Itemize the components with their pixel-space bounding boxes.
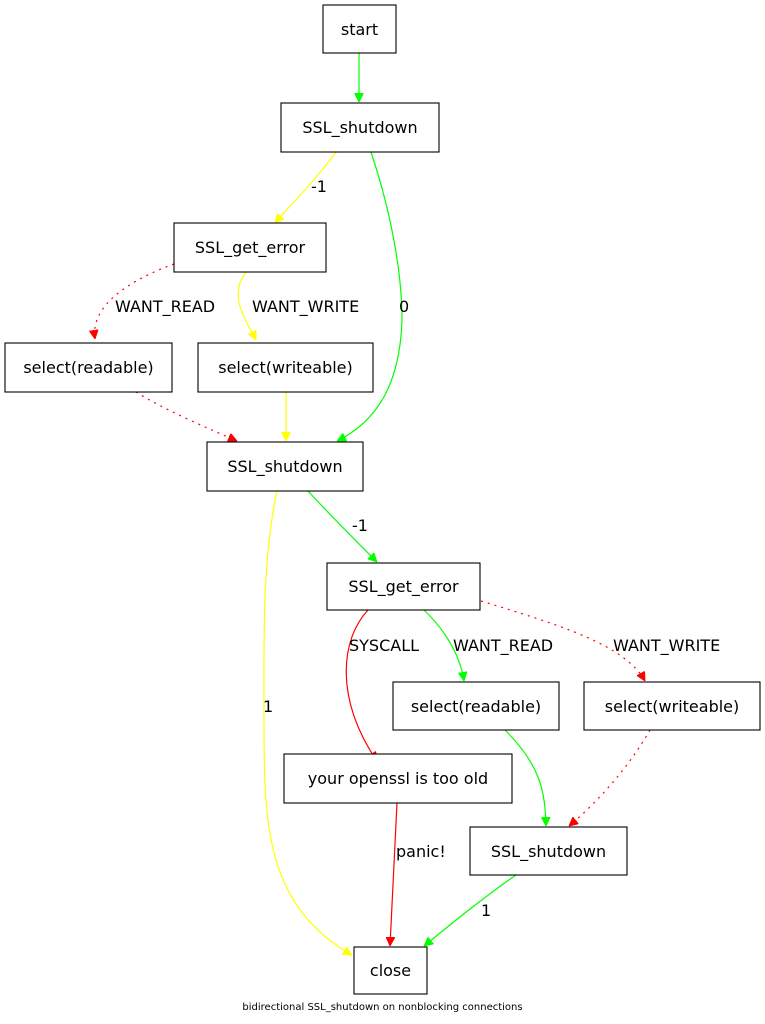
node-ssl-shutdown-1: SSL_shutdown (280, 102, 440, 153)
edge-shutdown3-to-close: 1 (424, 874, 517, 946)
node-label: your openssl is too old (308, 769, 488, 788)
node-ssl-get-error-2: SSL_get_error (326, 562, 481, 611)
edge-label: 1 (481, 901, 491, 920)
edge-shutdown2-to-close: 1 (263, 490, 352, 956)
edge-readable1-to-shutdown2 (135, 391, 237, 441)
edge-label: WANT_WRITE (252, 297, 359, 317)
edge-shutdown1-to-shutdown2: 0 (337, 151, 409, 441)
node-select-writeable-2: select(writeable) (583, 681, 761, 731)
node-label: SSL_shutdown (302, 118, 417, 138)
node-label: select(readable) (23, 358, 153, 377)
node-label: close (370, 961, 411, 980)
node-openssl-too-old: your openssl is too old (283, 753, 513, 804)
edge-label: WANT_READ (453, 636, 553, 656)
node-label: select(readable) (411, 697, 541, 716)
node-close: close (353, 946, 428, 995)
node-label: select(writeable) (605, 697, 740, 716)
node-ssl-shutdown-3: SSL_shutdown (469, 826, 628, 876)
edge-label: -1 (352, 516, 368, 535)
node-ssl-get-error-1: SSL_get_error (173, 222, 327, 273)
edge-label: -1 (311, 177, 327, 196)
diagram-caption: bidirectional SSL_shutdown on nonblockin… (242, 1002, 522, 1013)
edge-label: panic! (396, 842, 446, 861)
edge-geterror1-to-readable1: WANT_READ (95, 263, 215, 339)
edge-label: SYSCALL (349, 636, 419, 655)
edge-shutdown1-to-geterror1: -1 (275, 151, 337, 223)
edge-geterror2-to-writeable2: WANT_WRITE (480, 600, 720, 681)
node-label: SSL_get_error (348, 577, 459, 597)
node-select-readable-2: select(readable) (392, 681, 560, 731)
node-label: SSL_get_error (195, 238, 306, 258)
node-label: SSL_shutdown (491, 842, 606, 862)
edge-geterror2-to-openssl: SYSCALL (345, 609, 419, 761)
edge-label: 0 (399, 297, 409, 316)
edge-openssl-to-close: panic! (390, 802, 446, 946)
edge-writeable2-to-shutdown3 (569, 729, 651, 826)
node-start: start (322, 4, 397, 54)
node-select-readable-1: select(readable) (4, 342, 173, 393)
node-label: select(writeable) (218, 358, 353, 377)
node-select-writeable-1: select(writeable) (197, 342, 374, 393)
edge-label: WANT_READ (115, 297, 215, 317)
node-label: SSL_shutdown (227, 457, 342, 477)
edge-shutdown2-to-geterror2: -1 (307, 490, 377, 562)
node-label: start (341, 20, 378, 39)
edge-label: 1 (263, 697, 273, 716)
edge-geterror1-to-writeable1: WANT_WRITE (237, 271, 359, 340)
edge-label: WANT_WRITE (613, 636, 720, 656)
edge-readable2-to-shutdown3 (504, 729, 546, 826)
edge-geterror2-to-readable2: WANT_READ (423, 609, 553, 681)
node-ssl-shutdown-2: SSL_shutdown (206, 441, 364, 492)
